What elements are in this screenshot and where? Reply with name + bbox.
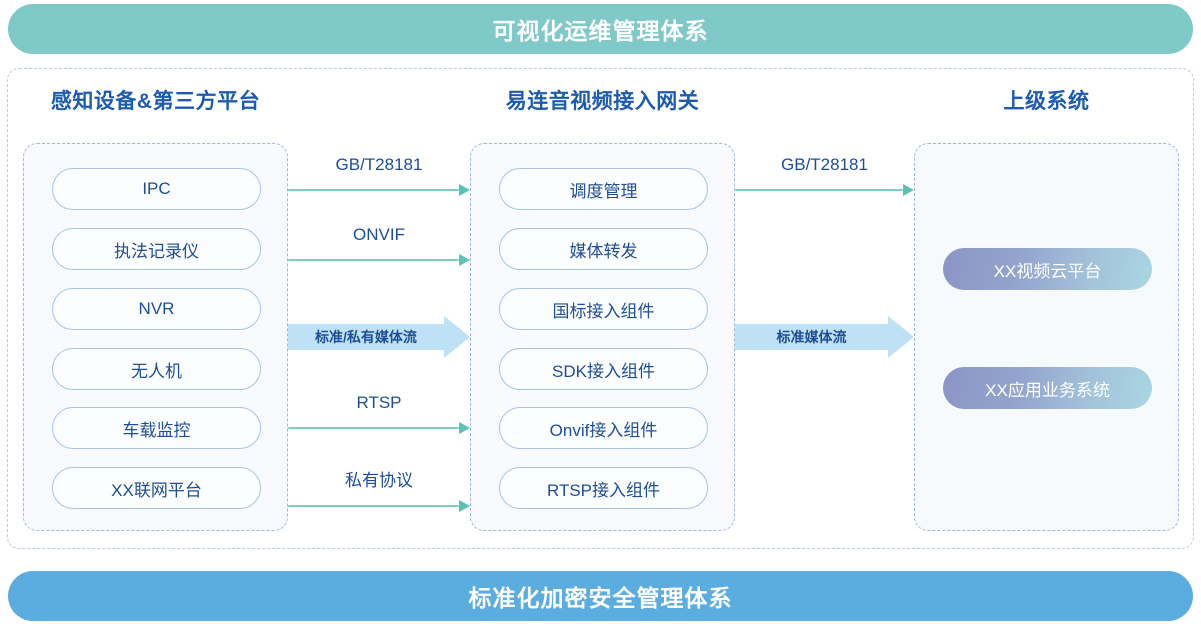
list-item[interactable]: 执法记录仪 xyxy=(52,228,261,270)
arrow-head-icon xyxy=(903,184,914,196)
list-item[interactable]: RTSP接入组件 xyxy=(499,467,708,509)
arrow-shaft xyxy=(288,427,459,430)
list-item[interactable]: 国标接入组件 xyxy=(499,288,708,330)
top-banner-label: 可视化运维管理体系 xyxy=(492,18,709,44)
list-item[interactable]: 车载监控 xyxy=(52,407,261,449)
list-item[interactable]: 媒体转发 xyxy=(499,228,708,270)
panel-upper-system: XX视频云平台 XX应用业务系统 xyxy=(914,143,1179,531)
media-flow-arrow-left: 标准/私有媒体流 xyxy=(288,316,470,358)
column-title-middle: 易连音视频接入网关 xyxy=(505,90,700,113)
media-flow-label-left: 标准/私有媒体流 xyxy=(315,329,417,345)
list-item[interactable]: SDK接入组件 xyxy=(499,348,708,390)
list-item[interactable]: 无人机 xyxy=(52,348,261,390)
list-item[interactable]: NVR xyxy=(52,288,261,330)
panel-gateway: 调度管理 媒体转发 国标接入组件 SDK接入组件 Onvif接入组件 RTSP接… xyxy=(470,143,735,531)
arrow-head-icon xyxy=(459,500,470,512)
column-title-left: 感知设备&第三方平台 xyxy=(50,90,261,113)
block-arrow-tip-icon xyxy=(444,316,470,358)
list-item[interactable]: IPC xyxy=(52,168,261,210)
column-title-right: 上级系统 xyxy=(1003,90,1090,113)
top-banner: 可视化运维管理体系 xyxy=(8,4,1193,54)
block-arrow-tip-icon xyxy=(888,316,914,358)
connector-arrow-gbt28181-left xyxy=(288,180,470,200)
list-item[interactable]: Onvif接入组件 xyxy=(499,407,708,449)
connector-label-rtsp: RTSP xyxy=(356,393,402,412)
media-flow-label-right: 标准媒体流 xyxy=(776,329,847,345)
list-item[interactable]: XX应用业务系统 xyxy=(943,367,1152,409)
bottom-banner: 标准化加密安全管理体系 xyxy=(8,571,1193,621)
arrow-shaft xyxy=(288,259,459,262)
list-item[interactable]: 调度管理 xyxy=(499,168,708,210)
connector-label-private-protocol: 私有协议 xyxy=(345,471,413,490)
arrow-shaft xyxy=(288,189,459,192)
connector-label-onvif: ONVIF xyxy=(353,225,405,244)
connector-arrow-onvif xyxy=(288,250,470,270)
connector-label-gbt28181-right: GB/T28181 xyxy=(781,155,868,174)
media-flow-arrow-right: 标准媒体流 xyxy=(735,316,914,358)
connector-arrow-gbt28181-right xyxy=(735,180,914,200)
bottom-banner-label: 标准化加密安全管理体系 xyxy=(468,585,733,611)
connector-arrow-private-protocol xyxy=(288,496,470,516)
block-arrow-body xyxy=(288,324,444,350)
arrow-head-icon xyxy=(459,184,470,196)
list-item[interactable]: XX视频云平台 xyxy=(943,248,1152,290)
arrow-shaft xyxy=(288,505,459,508)
arrow-head-icon xyxy=(459,422,470,434)
arrow-shaft xyxy=(735,189,903,192)
block-arrow-body xyxy=(735,324,888,350)
panel-sensing-devices: IPC 执法记录仪 NVR 无人机 车载监控 XX联网平台 xyxy=(23,143,288,531)
arrow-head-icon xyxy=(459,254,470,266)
list-item[interactable]: XX联网平台 xyxy=(52,467,261,509)
connector-label-gbt28181-left: GB/T28181 xyxy=(335,155,423,174)
connector-arrow-rtsp xyxy=(288,418,470,438)
